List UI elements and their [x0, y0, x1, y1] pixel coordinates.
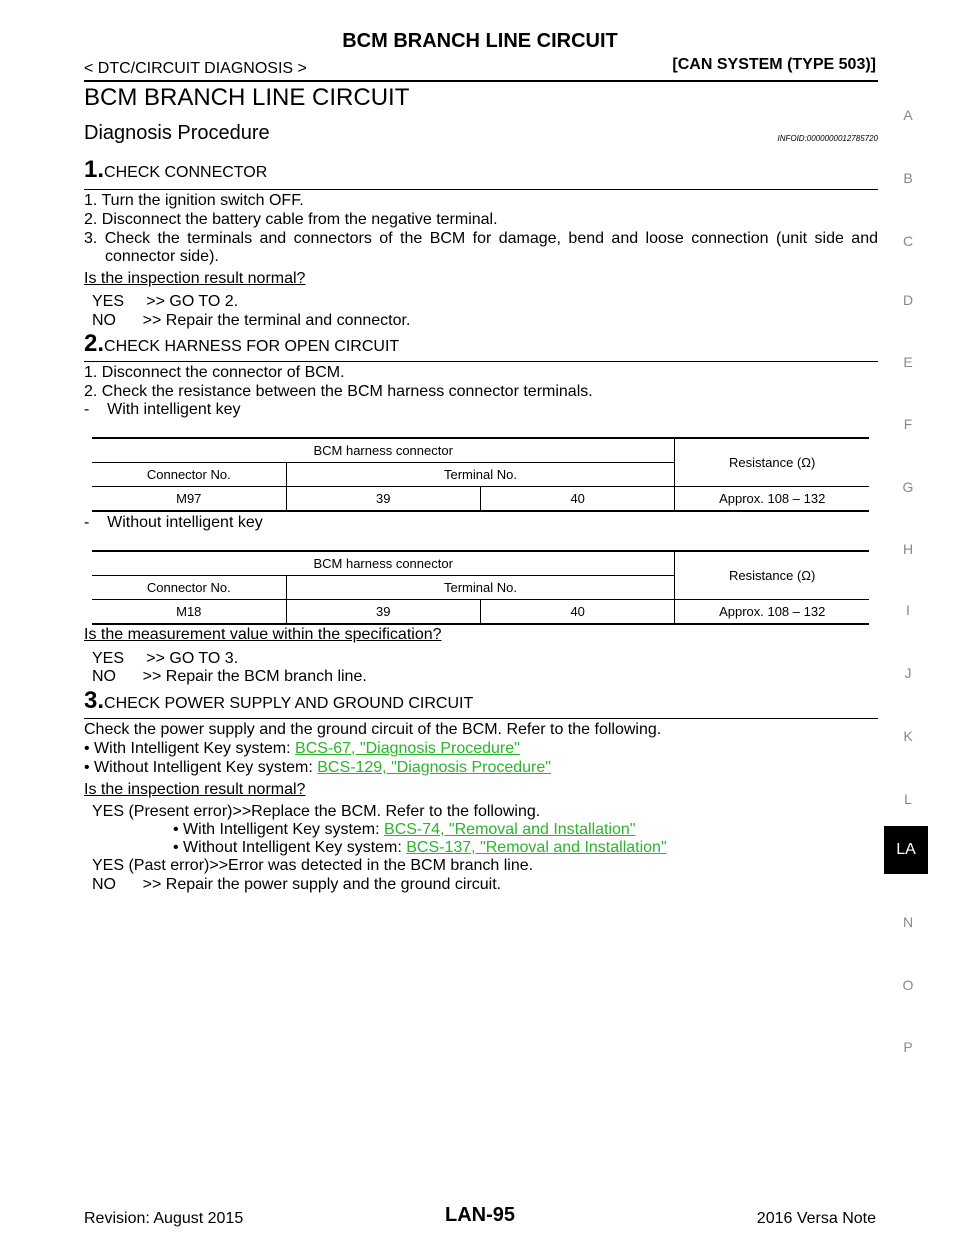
side-index-d[interactable]: D	[902, 292, 914, 308]
step-title: CHECK CONNECTOR	[104, 164, 268, 181]
step-2-question: Is the measurement value within the spec…	[84, 626, 442, 643]
side-index-h[interactable]: H	[902, 541, 914, 557]
side-index-i[interactable]: I	[906, 602, 910, 618]
side-index-g[interactable]: G	[902, 479, 914, 495]
footer-revision: Revision: August 2015	[84, 1210, 244, 1227]
step-divider	[84, 189, 878, 190]
link-bcs-74[interactable]: BCS-74, "Removal and Installation"	[384, 821, 636, 838]
link-bcs-137[interactable]: BCS-137, "Removal and Installation"	[406, 839, 667, 856]
ref-label: • With Intelligent Key system:	[173, 821, 385, 838]
step-2-item-3: - With intelligent key	[84, 401, 241, 418]
page-number: LAN-95	[444, 1204, 515, 1226]
step-3-ref-without-key: • Without Intelligent Key system: BCS-12…	[84, 759, 551, 777]
step-2-item-2: 2. Check the resistance between the BCM …	[84, 383, 593, 400]
step-1-item-3-cont: connector side).	[105, 248, 219, 265]
page-title: BCM BRANCH LINE CIRCUIT	[84, 84, 410, 111]
section-title: Diagnosis Procedure	[84, 122, 270, 144]
step-2-heading: 2.CHECK HARNESS FOR OPEN CIRCUIT	[84, 330, 399, 358]
step-2-no: NO >> Repair the BCM branch line.	[92, 668, 367, 685]
step-3-sub-ref-with-key: • With Intelligent Key system: BCS-74, "…	[173, 821, 636, 839]
header-divider	[84, 80, 878, 82]
side-index-c[interactable]: C	[902, 233, 914, 249]
link-bcs-129[interactable]: BCS-129, "Diagnosis Procedure"	[317, 759, 551, 776]
step-2-yes: YES >> GO TO 3.	[92, 650, 239, 667]
step-title: CHECK POWER SUPPLY AND GROUND CIRCUIT	[104, 695, 474, 712]
step-title: CHECK HARNESS FOR OPEN CIRCUIT	[104, 338, 400, 355]
breadcrumb: < DTC/CIRCUIT DIAGNOSIS >	[84, 60, 307, 77]
resistance-table-without-key: BCM harness connector Resistance (Ω) Con…	[92, 550, 869, 625]
table-cell-terminal-1: 39	[286, 599, 481, 625]
table-resistance-header: Resistance (Ω)	[674, 437, 869, 487]
info-id: INFOID:0000000012785720	[777, 134, 878, 143]
header-title: BCM BRANCH LINE CIRCUIT	[342, 30, 618, 52]
table-resistance-header: Resistance (Ω)	[674, 550, 869, 600]
table-cell-terminal-2: 40	[480, 599, 676, 625]
step-3-no: NO >> Repair the power supply and the gr…	[92, 876, 502, 893]
step-number: 3.	[84, 687, 105, 714]
step-1-heading: 1.CHECK CONNECTOR	[84, 156, 267, 184]
link-bcs-67[interactable]: BCS-67, "Diagnosis Procedure"	[295, 740, 520, 757]
system-label: [CAN SYSTEM (TYPE 503)]	[672, 56, 876, 73]
step-3-question: Is the inspection result normal?	[84, 781, 306, 798]
table-cell-resistance: Approx. 108 – 132	[674, 599, 869, 625]
ref-label: • With Intelligent Key system:	[84, 740, 296, 757]
side-index-active-tab[interactable]: LA	[884, 826, 928, 874]
side-index-l[interactable]: L	[904, 791, 912, 807]
step-1-question: Is the inspection result normal?	[84, 270, 306, 287]
side-index-f[interactable]: F	[903, 416, 913, 432]
table-cell-terminal-2: 40	[480, 486, 676, 512]
step-3-sub-ref-without-key: • Without Intelligent Key system: BCS-13…	[173, 839, 667, 857]
side-index-a[interactable]: A	[903, 107, 913, 123]
step-3-intro: Check the power supply and the ground ci…	[84, 721, 662, 738]
step-1-no: NO >> Repair the terminal and connector.	[92, 312, 411, 329]
step-2-without-key: - Without intelligent key	[84, 514, 263, 531]
footer-model: 2016 Versa Note	[756, 1210, 876, 1227]
table-group-header: BCM harness connector	[92, 437, 676, 463]
side-index-k[interactable]: K	[903, 728, 913, 744]
step-number: 2.	[84, 330, 105, 357]
ref-label: • Without Intelligent Key system:	[173, 839, 407, 856]
table-group-header: BCM harness connector	[92, 550, 676, 576]
side-index-j[interactable]: J	[904, 665, 912, 681]
step-number: 1.	[84, 156, 105, 183]
step-3-heading: 3.CHECK POWER SUPPLY AND GROUND CIRCUIT	[84, 687, 473, 715]
table-cell-terminal-1: 39	[286, 486, 481, 512]
ref-label: • Without Intelligent Key system:	[84, 759, 318, 776]
side-index-o[interactable]: O	[902, 977, 914, 993]
table-cell-resistance: Approx. 108 – 132	[674, 486, 869, 512]
step-1-yes: YES >> GO TO 2.	[92, 293, 239, 310]
step-3-ref-with-key: • With Intelligent Key system: BCS-67, "…	[84, 740, 520, 758]
table-terminal-header: Terminal No.	[286, 575, 676, 600]
side-index-p[interactable]: P	[903, 1039, 913, 1055]
table-connector-header: Connector No.	[92, 462, 287, 487]
step-divider	[84, 361, 878, 362]
side-index-n[interactable]: N	[902, 914, 914, 930]
step-3-yes-past: YES (Past error)>>Error was detected in …	[92, 857, 534, 874]
side-index-e[interactable]: E	[903, 354, 913, 370]
step-2-item-1: 1. Disconnect the connector of BCM.	[84, 364, 345, 381]
table-terminal-header: Terminal No.	[286, 462, 676, 487]
step-3-yes-present: YES (Present error)>>Replace the BCM. Re…	[92, 803, 541, 820]
table-connector-header: Connector No.	[92, 575, 287, 600]
table-cell-connector: M18	[92, 599, 287, 625]
resistance-table-with-key: BCM harness connector Resistance (Ω) Con…	[92, 437, 869, 512]
step-1-item-3: 3. Check the terminals and connectors of…	[84, 230, 878, 247]
step-1-item-2: 2. Disconnect the battery cable from the…	[84, 211, 498, 228]
table-cell-connector: M97	[92, 486, 287, 512]
side-index-b[interactable]: B	[903, 170, 913, 186]
step-1-item-1: 1. Turn the ignition switch OFF.	[84, 192, 304, 209]
step-divider	[84, 718, 878, 719]
